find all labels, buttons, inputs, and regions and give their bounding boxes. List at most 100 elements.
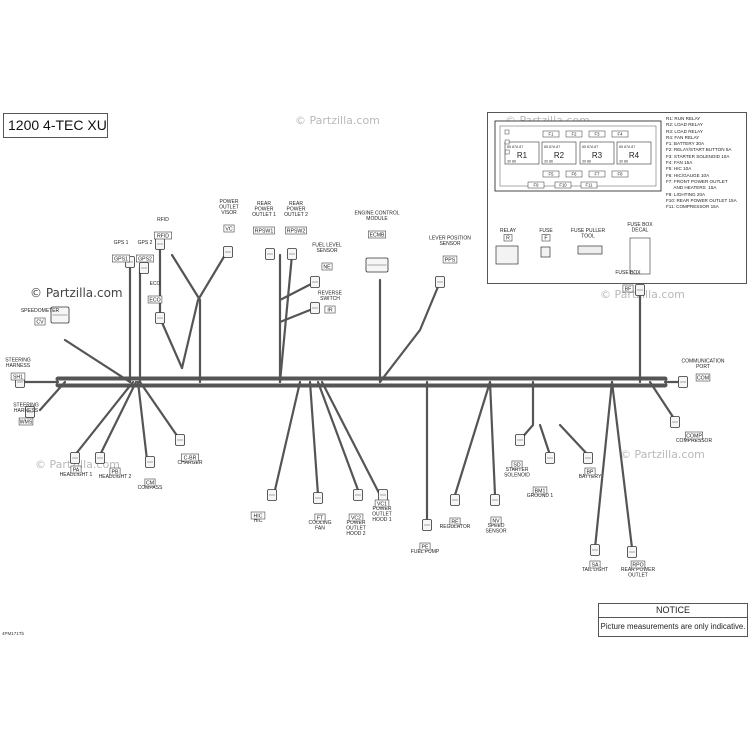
code-box [109, 467, 121, 476]
connector-code: RE [451, 519, 459, 525]
harness-branch [518, 380, 535, 442]
code-box [34, 317, 46, 326]
relay-pins: 30 86 [582, 160, 591, 164]
connector-label: FUSE BOX [615, 270, 641, 276]
connector-code: GPS1 [114, 256, 128, 262]
connector-label: ECO [150, 281, 161, 287]
code-box [285, 226, 307, 235]
code-box [112, 254, 131, 263]
code-box [449, 517, 461, 526]
connector-code: IR [327, 307, 332, 313]
connector-pa[interactable]: HEADLIGHT 1PA [60, 452, 93, 479]
connector-code: PB [112, 469, 119, 475]
connector-code: VC1 [377, 501, 387, 507]
code-box [154, 231, 173, 240]
harness-branch [180, 253, 227, 370]
code-box [321, 262, 333, 271]
harness-branch [593, 380, 614, 550]
harness-branch [138, 380, 182, 442]
connector-code: PA [73, 467, 80, 473]
relay-icon [495, 245, 519, 265]
fuse-label: F1 [549, 132, 555, 137]
connector-code: VC [225, 226, 232, 232]
fuse-slot [588, 170, 606, 178]
relay-slot [616, 141, 652, 165]
inset-part-label: FUSE [539, 228, 553, 234]
connector-code: RFID [157, 233, 169, 239]
code-box [695, 373, 711, 382]
code-box [541, 234, 551, 242]
code-box [684, 431, 703, 440]
code-box [181, 453, 200, 462]
notice-box: NOTICE Picture measurements are only ind… [598, 603, 748, 637]
harness-branch [320, 380, 382, 497]
connector-label: HEADLIGHT 1 [60, 472, 93, 478]
connector-label: HIC [254, 518, 263, 524]
harness-branch [63, 338, 132, 384]
code-box [419, 542, 431, 551]
connector-code: CV [36, 319, 44, 325]
fuse-legend: R1: RUN RELAY R2: LOAD RELAY R3: LOAD RE… [666, 116, 737, 210]
connector-label: COMPASS [138, 485, 163, 491]
harness-branches [20, 243, 682, 550]
watermark: © Partzilla.com [30, 286, 123, 300]
fuse-label: F8 [618, 172, 624, 177]
connector-code: SH1 [13, 374, 23, 380]
fuse-label: F2 [572, 132, 578, 137]
relay-pins: 85 87A 87 [619, 145, 635, 149]
fuse-label: F10 [559, 183, 567, 188]
code-box [532, 486, 548, 495]
harness-branch [73, 380, 135, 457]
relay-slot [579, 141, 615, 165]
code-box [442, 255, 458, 264]
fuse-label: F7 [595, 172, 601, 177]
connector-label: COMPRESSOR [676, 438, 713, 444]
harness-trunk [55, 376, 668, 388]
harness-branch [170, 253, 202, 384]
connector-code: WMS [20, 419, 33, 425]
connector-label: BATTERY [579, 474, 602, 480]
watermark: © Partzilla.com [295, 114, 380, 127]
connector-label: HEADLIGHT 2 [99, 474, 132, 480]
connector-pb[interactable]: HEADLIGHT 2PB [95, 452, 132, 481]
fuse-slot [542, 170, 560, 178]
connector-label: GPS 2 [138, 240, 153, 246]
